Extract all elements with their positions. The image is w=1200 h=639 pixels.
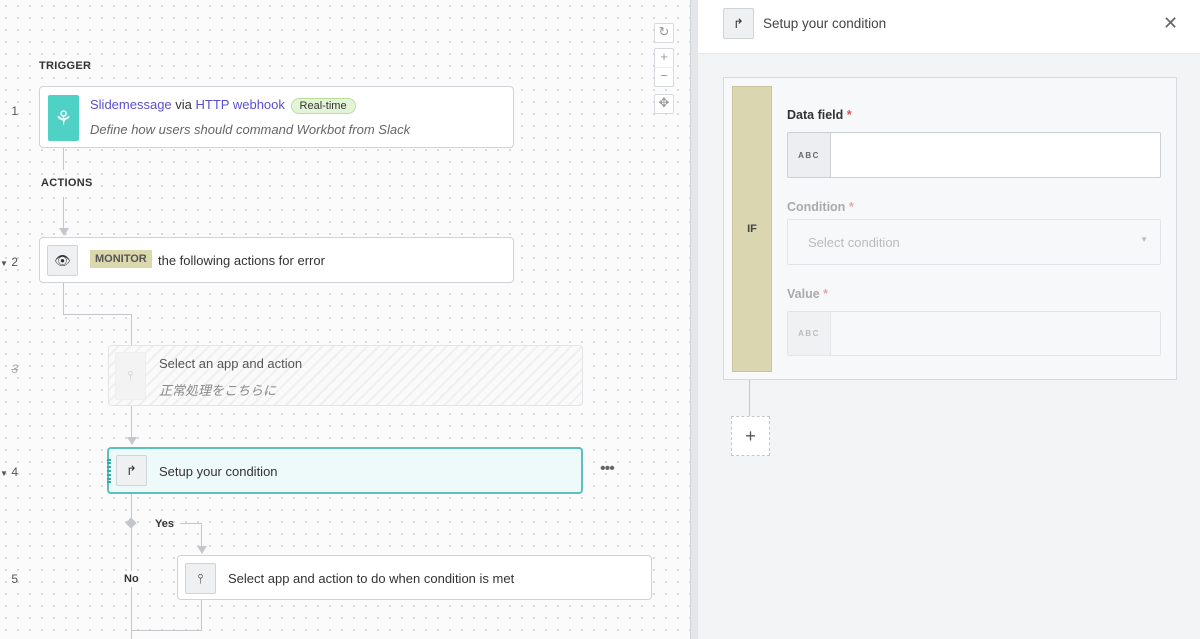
condition-panel: ↱ Setup your condition ✕ IF Data field *… — [698, 0, 1200, 639]
realtime-badge: Real-time — [290, 98, 356, 114]
chevron-down-icon: ▼ — [1140, 235, 1148, 244]
more-options-icon[interactable]: ••• — [600, 460, 615, 477]
step-title: Select an app and action — [159, 356, 303, 371]
condition-select[interactable]: Select condition ▼ — [787, 219, 1161, 265]
webhook-icon: ⚘ — [48, 95, 79, 141]
trigger-app[interactable]: Slidemessage — [90, 97, 172, 112]
step-number: 1 — [11, 104, 18, 118]
disabled-step-card[interactable]: ⫯ Select an app and action 正常処理をこちらに — [108, 345, 583, 406]
step-number[interactable]: ▼ 2 — [0, 255, 18, 269]
zoom-in-button[interactable]: + — [654, 48, 674, 68]
trigger-description: Define how users should command Workbot … — [90, 122, 411, 137]
condition-step-card[interactable]: ↱ Setup your condition — [107, 447, 583, 494]
step-number[interactable]: ▼ 4 — [0, 465, 18, 479]
step-description: 正常処理をこちらに — [159, 383, 277, 398]
condition-placeholder: Select condition — [808, 235, 900, 250]
condition-icon: ↱ — [116, 455, 147, 486]
monitor-step-card[interactable]: 👁 MONITOR the following actions for erro… — [39, 237, 514, 283]
reset-view-button[interactable]: ↻ — [654, 23, 674, 43]
step-number-disabled: 3 — [11, 362, 18, 376]
condition-icon: ↱ — [723, 8, 754, 39]
value-label: Value * — [787, 287, 829, 301]
fit-view-button[interactable]: ✥ — [654, 94, 674, 114]
monitor-text: the following actions for error — [158, 253, 325, 268]
step-title: Select app and action to do when conditi… — [228, 571, 515, 586]
monitor-badge: MONITOR — [90, 250, 152, 268]
close-icon[interactable]: ✕ — [1163, 13, 1179, 33]
step-number: 5 — [11, 572, 18, 586]
trigger-section-label: TRIGGER — [39, 60, 92, 72]
trigger-step-card[interactable]: ⚘ Slidemessage via HTTP webhook Real-tim… — [39, 86, 514, 148]
data-field-label: Data field * — [787, 108, 852, 122]
step-title: Setup your condition — [159, 464, 278, 479]
no-branch-label: No — [124, 571, 139, 587]
panel-header: ↱ Setup your condition ✕ — [698, 0, 1200, 54]
condition-card: IF Data field * ABC Condition * Select c… — [723, 77, 1177, 380]
panel-resize-handle[interactable] — [690, 0, 698, 639]
condition-label: Condition * — [787, 200, 854, 214]
trigger-via: via — [175, 97, 192, 112]
if-bar: IF — [732, 86, 772, 372]
recipe-canvas: TRIGGER 1 ⚘ Slidemessage via HTTP webhoo… — [0, 0, 690, 639]
panel-title: Setup your condition — [763, 16, 887, 31]
drag-handle[interactable] — [107, 459, 111, 483]
trigger-connector[interactable]: HTTP webhook — [195, 97, 285, 112]
zoom-out-button[interactable]: − — [654, 67, 674, 87]
action-placeholder-icon: ⫯ — [185, 563, 216, 594]
action-placeholder-icon: ⫯ — [115, 352, 146, 400]
add-condition-button[interactable]: + — [731, 416, 770, 456]
eye-icon: 👁 — [47, 245, 78, 276]
yes-action-step-card[interactable]: ⫯ Select app and action to do when condi… — [177, 555, 652, 600]
yes-branch-label: Yes — [155, 518, 174, 530]
data-field-input[interactable]: ABC — [787, 132, 1161, 178]
text-type-badge: ABC — [788, 312, 831, 355]
value-input[interactable]: ABC — [787, 311, 1161, 356]
branch-diamond — [125, 517, 137, 529]
actions-section-label: ACTIONS — [41, 177, 93, 189]
text-type-badge: ABC — [788, 133, 831, 177]
